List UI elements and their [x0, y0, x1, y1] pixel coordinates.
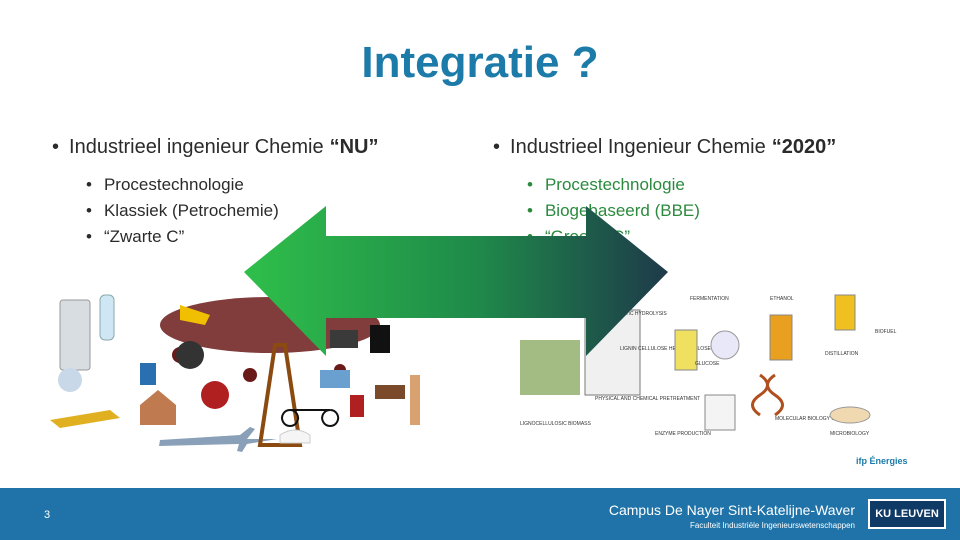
boat-icon [50, 410, 120, 428]
right-item-text: Biogebaseerd (BBE) [544, 201, 700, 220]
right-item-text: Procestechnologie [544, 175, 685, 194]
campus-name: Campus De Nayer Sint-Katelijne-Waver [608, 502, 855, 518]
pillows-icon [279, 429, 311, 444]
flask-icon [674, 329, 698, 371]
right-heading-tag: “2020” [771, 136, 837, 158]
left-item: • “Zwarte C” [86, 227, 472, 247]
left-item: • Procestechnologie [86, 175, 472, 195]
distillation-column-icon [769, 314, 793, 361]
label-microbiology: MICROBIOLOGY [830, 431, 870, 437]
perfume-icon [350, 395, 364, 417]
house-icon [140, 390, 176, 425]
left-heading-text: Industrieel ingenieur Chemie [69, 136, 324, 158]
ku-leuven-logo: KU LEUVEN [868, 499, 946, 529]
glasses-icon [281, 409, 340, 427]
helmet-icon [201, 381, 229, 409]
left-heading-tag: “NU” [329, 136, 379, 158]
label-biofuel: BIOFUEL [875, 329, 897, 335]
double-arrow-shape [244, 206, 668, 356]
phone-icon [330, 330, 358, 348]
label-lignin: LIGNIN CELLULOSE HEMICELLULOSE [620, 346, 712, 352]
fridge-icon [59, 299, 91, 371]
left-column: • Industrieel ingenieur Chemie “NU” • Pro… [52, 136, 472, 253]
bullet-icon: • [86, 175, 92, 194]
label-glucose: GLUCOSE [695, 361, 720, 367]
right-heading: • Industrieel Ingenieur Chemie “2020” [493, 136, 933, 159]
biomass-icon [520, 340, 580, 395]
double-arrow-icon [244, 206, 668, 356]
label-fermentation: FERMENTATION [690, 296, 729, 302]
petri-dish-icon [829, 406, 871, 424]
label-enzyme: ENZYME PRODUCTION [655, 431, 711, 437]
label-biomass: LIGNOCELLULOSIC BIOMASS [520, 421, 592, 427]
slide-title: Integratie ? [361, 38, 599, 87]
biorefinery-process-image: LIGNOCELLULOSIC BIOMASS PHYSICAL AND CHE… [520, 294, 897, 437]
bullet-icon: • [527, 175, 533, 194]
right-item: • Procestechnologie [527, 175, 933, 195]
oil-derrick-icon [257, 343, 303, 447]
tire-icon [176, 341, 204, 369]
card-icon [320, 370, 350, 388]
glucose-molecule-icon [710, 330, 740, 360]
left-item: • Klassiek (Petrochemie) [86, 201, 472, 221]
bullet-icon: • [86, 227, 92, 246]
bullet-icon: • [493, 136, 501, 158]
airplane-icon [159, 427, 277, 452]
label-ethanol: ETHANOL [770, 296, 794, 302]
bottle-icon [99, 294, 115, 341]
faculty-name: Faculteit Industriële Ingenieurswetensch… [690, 521, 855, 530]
left-item-text: “Zwarte C” [103, 227, 185, 246]
label-enzymatic-hydrolysis: ENZYMATIC HYDROLYSIS [605, 311, 667, 317]
left-item-text: Procestechnologie [103, 175, 244, 194]
bullet-icon: • [527, 201, 533, 220]
label-distillation: DISTILLATION [825, 351, 859, 357]
left-heading: • Industrieel ingenieur Chemie “NU” [52, 136, 472, 159]
dna-icon [751, 373, 784, 417]
fuel-nozzle-icon [180, 305, 210, 325]
shirt-icon [370, 325, 390, 353]
label-molecular: MOLECULAR BIOLOGY GENETIC [775, 416, 854, 422]
shoe-icon [375, 385, 405, 399]
bullet-icon: • [52, 136, 60, 158]
bullet-icon: • [86, 201, 92, 220]
right-item: • Biogebaseerd (BBE) [527, 201, 933, 221]
ifp-logo: ifp Énergies [856, 456, 908, 466]
stocking-icon [410, 375, 420, 425]
cd-icon [58, 368, 82, 392]
label-pretreatment: PHYSICAL AND CHEMICAL PRETREATMENT [595, 396, 700, 402]
can-icon [140, 363, 156, 385]
left-item-text: Klassiek (Petrochemie) [103, 201, 279, 220]
oil-drop-icon [243, 368, 257, 382]
right-heading-text: Industrieel Ingenieur Chemie [510, 136, 766, 158]
enzyme-vessel-icon [704, 394, 736, 431]
page-number: 3 [44, 509, 51, 521]
biofuel-tank-icon [834, 294, 856, 331]
footer-bar: 3 Campus De Nayer Sint-Katelijne-Waver F… [0, 488, 960, 540]
